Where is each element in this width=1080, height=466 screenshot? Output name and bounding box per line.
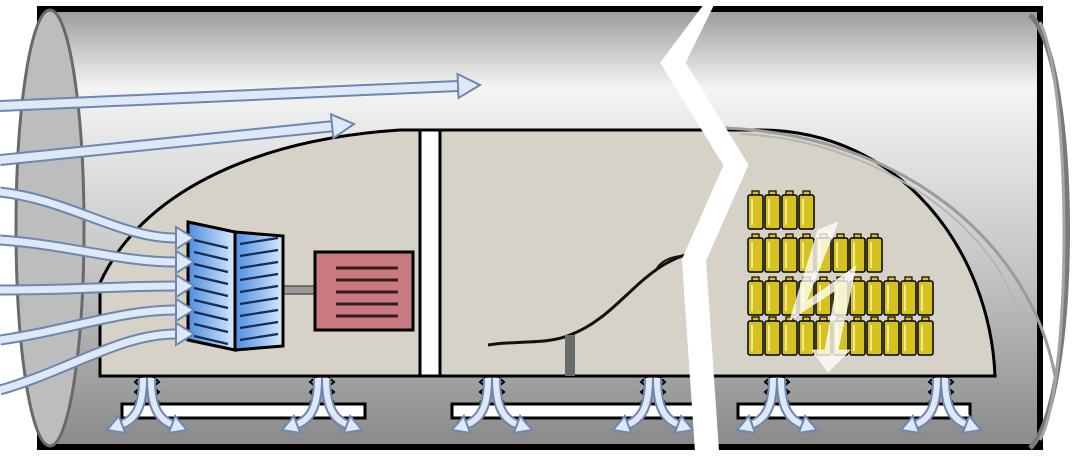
battery-cell (849, 276, 866, 316)
battery-cell (832, 233, 849, 273)
lightning-bolt-icon (789, 221, 857, 373)
compressor-blade (239, 260, 279, 270)
airflow-arrow (321, 377, 364, 435)
compressor-blade (193, 334, 229, 346)
battery-cell (917, 316, 934, 356)
battery-cell (764, 190, 781, 230)
battery-cell (849, 233, 866, 273)
battery-cell (866, 316, 883, 356)
compressor-blade (239, 272, 279, 282)
compressor-blade (193, 286, 229, 298)
airflow-arrow (940, 377, 983, 435)
airflow-arrow (491, 377, 534, 435)
airflow-arrow (146, 377, 189, 435)
air-jet (735, 376, 819, 435)
compressor-blade (239, 332, 279, 342)
battery-cell (798, 190, 815, 230)
compressor-blade (239, 296, 279, 306)
battery-cell (883, 276, 900, 316)
airflow-arrow (450, 377, 493, 435)
airflow-arrow (0, 321, 196, 396)
compressor-blade (193, 238, 229, 250)
battery-cell (747, 233, 764, 273)
battery-cell (866, 233, 883, 273)
compressor-blade (193, 274, 229, 286)
battery-cell (764, 276, 781, 316)
compressor-blade (193, 310, 229, 322)
capsule-ghost-outline (724, 126, 1057, 377)
airflow-arrows (0, 72, 483, 396)
air-jet (899, 376, 983, 435)
battery-cell (781, 190, 798, 230)
bulkhead-divider (418, 128, 442, 378)
compressor-blade (239, 236, 279, 246)
compressor-blade (193, 262, 229, 274)
airflow-arrow (652, 377, 695, 435)
battery-cell (764, 316, 781, 356)
cutaway-break-left (660, 0, 733, 466)
battery-cell (900, 276, 917, 316)
air-jet (280, 376, 364, 435)
battery-cell (866, 276, 883, 316)
airflow-arrow (0, 273, 196, 299)
airflow-arrow (611, 377, 654, 435)
battery-cell (781, 316, 798, 356)
compressor-blade (193, 322, 229, 334)
battery-cell (747, 190, 764, 230)
battery-cell (781, 233, 798, 273)
battery-cell (883, 316, 900, 356)
tube-left-section (0, 6, 728, 450)
tube-right-section (681, 6, 1070, 450)
airflow-arrow (735, 377, 778, 435)
compressor-blade (239, 248, 279, 258)
air-jet (450, 376, 534, 435)
airflow-arrow (0, 72, 483, 112)
battery-cell (798, 316, 815, 356)
compressor-blade (193, 250, 229, 262)
cutaway-break-right (676, 0, 749, 466)
battery-cell (781, 276, 798, 316)
airflow-arrow (0, 186, 196, 251)
battery-cell (747, 316, 764, 356)
motor-shaft (281, 285, 317, 295)
airflow-arrow (0, 297, 196, 346)
compressor-blade (239, 320, 279, 330)
airflow-arrow (280, 377, 323, 435)
cable-stand (565, 335, 575, 376)
airflow-arrow (776, 377, 819, 435)
airflow-arrow (899, 377, 942, 435)
air-jet (105, 376, 189, 435)
battery-cell (917, 276, 934, 316)
battery-cell (849, 316, 866, 356)
battery-cell (764, 233, 781, 273)
compressor-blade (239, 308, 279, 318)
air-bearing-skis-right (736, 402, 972, 420)
electric-motor-icon (313, 250, 415, 332)
airflow-arrow (105, 377, 148, 435)
battery-cell (747, 276, 764, 316)
airflow-arrow (0, 112, 357, 166)
compressor-blade (239, 284, 279, 294)
compressor-fan-icon (186, 220, 285, 352)
airflow-arrow (0, 234, 196, 275)
battery-cell (900, 316, 917, 356)
compressor-blade (193, 298, 229, 310)
air-jet (611, 376, 695, 435)
battery-pack-icon (747, 190, 934, 356)
